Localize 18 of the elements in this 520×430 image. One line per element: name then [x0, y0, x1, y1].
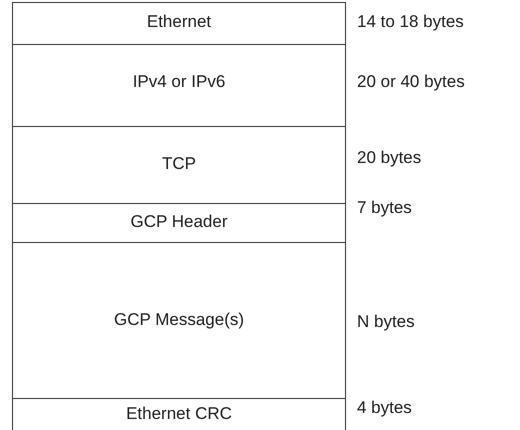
layer-label: TCP: [161, 154, 197, 174]
size-label: N bytes: [357, 312, 415, 332]
size-label: 7 bytes: [357, 198, 412, 218]
layer-label: Ethernet CRC: [125, 404, 233, 424]
layer-label: GCP Header: [129, 212, 228, 232]
layer-box: [12, 203, 346, 243]
layer-box: [12, 126, 346, 204]
size-label: 4 bytes: [357, 398, 412, 418]
layer-box: [12, 398, 346, 430]
size-label: 14 to 18 bytes: [357, 12, 464, 32]
layer-label: Ethernet: [146, 12, 212, 32]
layer-box: [12, 242, 346, 399]
layer-label: GCP Message(s): [112, 310, 246, 330]
size-label: 20 bytes: [357, 148, 422, 168]
layer-box: [12, 44, 346, 127]
layer-label: IPv4 or IPv6: [132, 72, 226, 92]
size-label: 20 or 40 bytes: [357, 72, 465, 92]
layer-box: [12, 2, 346, 45]
